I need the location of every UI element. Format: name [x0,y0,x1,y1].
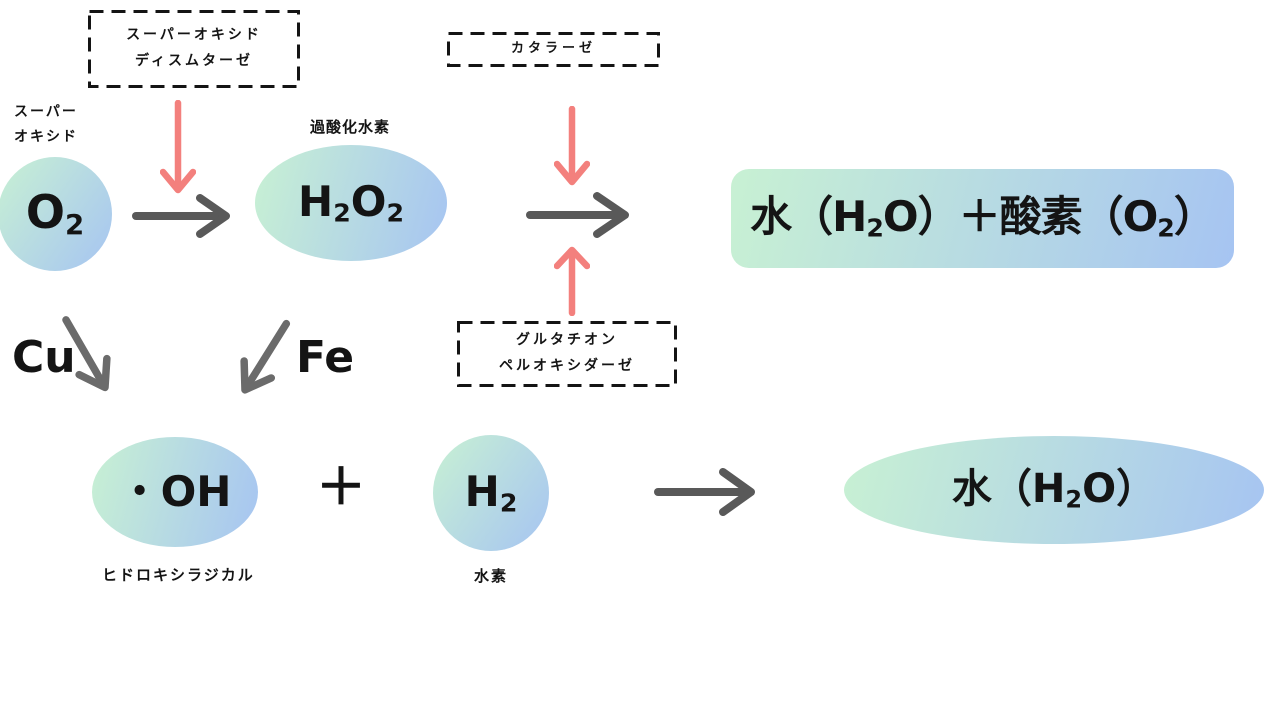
plus-operator: ＋ [316,458,366,516]
to-water-arrow-icon [654,468,755,516]
formula-subscript: 2 [386,198,404,228]
formula-base: O [25,185,65,240]
formula-subscript: 2 [499,488,518,518]
water-formula: 水（H2O） [952,469,1156,511]
catalase-enzyme-label: カタラーゼ [510,41,596,57]
sod-enzyme-line1: スーパーオキシド [126,27,262,44]
formula-subscript: 2 [1157,213,1175,243]
gpx-enzyme-box: グルタチオン ペルオキシダーゼ [457,321,677,387]
hydrogen-node: H2 [433,435,549,551]
cu-catalyst-label: Cu [12,332,76,383]
formula-base: H [464,466,500,516]
formula-subscript: 2 [64,208,85,242]
dashed-border [457,321,677,387]
dashed-border [88,10,300,88]
formula-base: O [350,176,387,226]
formula-base: ） [1173,192,1216,242]
formula-base: 水（H [951,465,1066,512]
hydrogen-formula: H2 [465,470,518,518]
catalase-red-down-arrow-icon [554,106,590,186]
h2o2-to-water-oxygen-arrow-icon [526,192,629,238]
cu-diagonal-arrow-icon [62,316,111,392]
water-plus-oxygen-formula: 水（H2O）＋酸素（O2） [750,196,1216,243]
gpx-enzyme-line1: グルタチオン [516,332,618,349]
o2-to-h2o2-arrow-icon [132,194,230,238]
sod-red-down-arrow-icon [160,100,196,194]
formula-base: H [298,176,334,226]
sod-enzyme-label: スーパーオキシド ディスムターゼ [126,23,262,75]
formula-base: O） [1082,465,1157,512]
formula-base: O）＋酸素（O [882,192,1158,242]
superoxide-node: O2 [0,157,112,271]
water-node: 水（H2O） [844,436,1264,544]
h2o2-formula: H2O2 [298,180,404,228]
catalase-enzyme-box: カタラーゼ [447,32,660,67]
gpx-enzyme-line2: ペルオキシダーゼ [499,358,635,374]
superoxide-formula: O2 [26,189,84,239]
formula-subscript: 2 [1065,485,1083,514]
gpx-enzyme-label: グルタチオン ペルオキシダーゼ [499,328,635,380]
h2o2-node: H2O2 [255,145,447,261]
superoxide-caption: スーパー オキシド [14,100,78,150]
formula-subscript: 2 [866,213,884,243]
sod-enzyme-box: スーパーオキシド ディスムターゼ [88,10,300,88]
formula-base: 水（H [750,192,867,242]
sod-enzyme-line2: ディスムターゼ [134,53,254,69]
h2o2-caption: 過酸化水素 [309,118,390,136]
fe-diagonal-arrow-icon [240,319,291,394]
superoxide-caption-line1: スーパー [14,104,78,120]
hydroxyl-radical-caption: ヒドロキシラジカル [102,566,255,584]
water-plus-oxygen-node: 水（H2O）＋酸素（O2） [731,169,1234,268]
hydroxyl-radical-formula: ・OH [118,467,232,516]
dashed-border [447,32,660,67]
superoxide-caption-line2: オキシド [14,129,78,146]
hydrogen-caption: 水素 [473,567,508,585]
gpx-red-up-arrow-icon [554,246,590,316]
fe-catalyst-label: Fe [296,332,355,383]
formula-subscript: 2 [333,198,351,228]
hydroxyl-radical-node: ・OH [92,437,258,547]
